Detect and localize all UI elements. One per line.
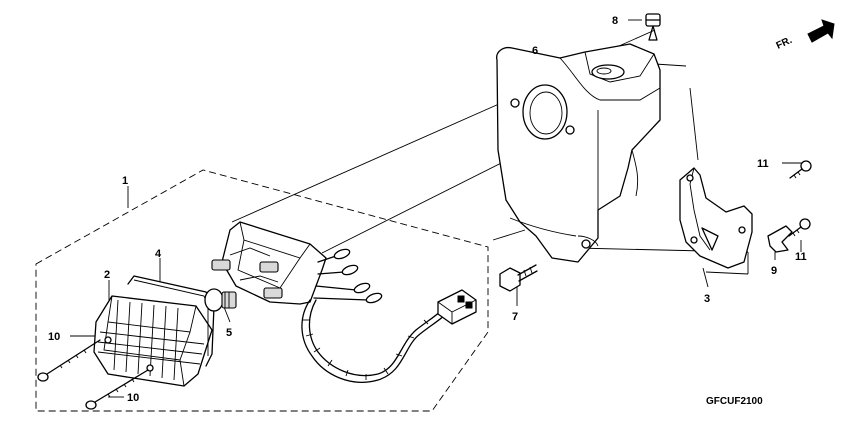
part-11-screw-lower [788, 218, 811, 237]
assembly-boundary [35, 169, 489, 412]
wire-terminals [313, 248, 383, 304]
callout-7: 7 [512, 311, 518, 323]
callout-3: 3 [704, 293, 710, 305]
callout-9: 9 [771, 265, 777, 277]
callout-6: 6 [532, 45, 538, 57]
callout-4: 4 [155, 248, 162, 260]
part-7-bolt [499, 264, 538, 292]
lamp-base-socket [211, 221, 327, 305]
part-2-lens [93, 295, 213, 387]
callout-11-upper: 11 [757, 158, 769, 170]
callout-8: 8 [612, 15, 618, 27]
callout-2: 2 [104, 269, 110, 281]
part-10-screw-upper [37, 339, 101, 382]
callout-11-lower: 11 [795, 251, 807, 263]
part-10-screw-lower [85, 369, 149, 410]
part-11-screw-upper [789, 160, 812, 179]
callout-10-lower: 10 [127, 392, 139, 404]
part-5-bulb [204, 288, 237, 312]
direction-label: FR. [775, 35, 794, 52]
part-6-rear-cover [496, 43, 661, 263]
wire-harness [301, 289, 477, 383]
callout-1: 1 [122, 175, 128, 187]
callout-5: 5 [226, 327, 232, 339]
diagram-code: GFCUF2100 [706, 396, 763, 407]
part-9-clip [767, 225, 793, 253]
part-8-bolt [645, 13, 661, 41]
front-direction-indicator: FR. [775, 19, 835, 52]
part-3-bracket [679, 167, 753, 269]
callout-10-upper: 10 [48, 331, 60, 343]
direction-arrow-icon [807, 19, 835, 43]
